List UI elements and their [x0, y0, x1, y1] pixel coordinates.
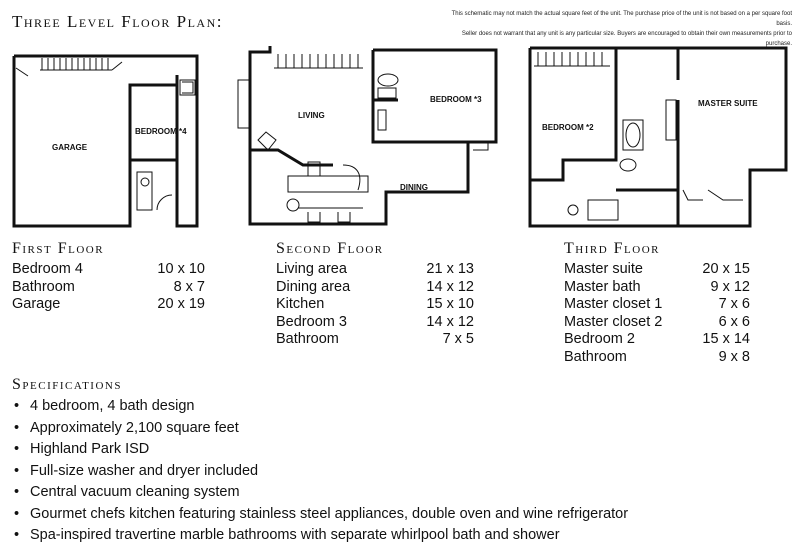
room-name: Garage: [12, 296, 61, 313]
disclaimer-line: Seller does not warrant that any unit is…: [461, 31, 792, 47]
room-row: Master closet 2 6 x 6: [564, 314, 750, 332]
list-item: • Full-size washer and dryer included: [12, 461, 628, 483]
room-row: Bathroom 8 x 7: [12, 279, 205, 297]
room-dims: 7 x 5: [442, 331, 474, 348]
floor-heading: First Floor: [12, 240, 105, 257]
room-label-bedroom-4: BEDROOM *4: [135, 127, 187, 136]
room-row: Bedroom 3 14 x 12: [276, 314, 474, 332]
list-item: • Spa-inspired travertine marble bathroom…: [12, 525, 628, 547]
bullet-icon: •: [14, 398, 20, 414]
specifications-list: • 4 bedroom, 4 bath design • Approximately…: [12, 396, 628, 547]
room-dims: 15 x 10: [426, 296, 474, 313]
room-dims: 14 x 12: [426, 278, 474, 295]
room-name: Master closet 2: [564, 313, 663, 330]
room-dims: 21 x 13: [426, 261, 474, 277]
room-dims: 15 x 14: [702, 331, 750, 348]
room-row: Master bath 9 x 12: [564, 279, 750, 297]
room-label-bedroom-2: BEDROOM *2: [542, 123, 594, 132]
room-dims: 9 x 12: [710, 278, 751, 295]
room-row: Living area 21 x 13: [276, 261, 474, 279]
room-row: Kitchen 15 x 10: [276, 296, 474, 314]
room-dims: 6 x 6: [718, 313, 750, 330]
list-item: • Gourmet chefs kitchen featuring stainle…: [12, 504, 628, 526]
spec-text: Full-size washer and dryer included: [30, 462, 259, 479]
room-row: Garage 20 x 19: [12, 296, 205, 314]
spec-text: 4 bedroom, 4 bath design: [30, 398, 195, 414]
bullet-icon: •: [14, 462, 20, 479]
room-row: Dining area 14 x 12: [276, 279, 474, 297]
room-name: Master bath: [564, 278, 641, 295]
third-floor-plan: BEDROOM *2 MASTER SUITE: [528, 40, 790, 230]
room-name: Bathroom: [276, 331, 339, 348]
spec-text: Gourmet chefs kitchen featuring stainles…: [30, 505, 629, 522]
spec-text: Central vacuum cleaning system: [30, 484, 240, 500]
room-name: Kitchen: [276, 296, 325, 313]
bullet-icon: •: [14, 484, 20, 500]
second-floor-rooms: Second Floor Living area 21 x 13 Dining a…: [276, 240, 474, 349]
bullet-icon: •: [14, 505, 20, 522]
disclaimer: This schematic may not match the actual …: [440, 9, 792, 49]
floor-heading: Second Floor: [276, 240, 384, 257]
second-floor-plan: LIVING BEDROOM *3 DINING: [228, 40, 508, 232]
room-name: Dining area: [276, 278, 351, 295]
room-dims: 9 x 8: [718, 348, 750, 365]
room-label-dining: DINING: [400, 183, 428, 192]
room-dims: 20 x 15: [702, 261, 750, 277]
room-label-master-suite: MASTER SUITE: [698, 99, 758, 108]
list-item: • 4 bedroom, 4 bath design: [12, 396, 628, 418]
disclaimer-line: This schematic may not match the actual …: [451, 11, 792, 27]
bullet-icon: •: [14, 527, 20, 543]
room-row: Bedroom 4 10 x 10: [12, 261, 205, 279]
bullet-icon: •: [14, 441, 20, 457]
specifications-heading: Specifications: [12, 376, 122, 393]
room-row: Master suite 20 x 15: [564, 261, 750, 279]
third-floor-rooms: Third Floor Master suite 20 x 15 Master b…: [564, 240, 750, 367]
room-name: Bedroom 2: [564, 331, 635, 348]
room-name: Bathroom: [564, 348, 627, 365]
spec-text: Spa-inspired travertine marble bathrooms…: [30, 527, 560, 543]
room-name: Master suite: [564, 261, 643, 277]
room-dims: 7 x 6: [718, 296, 750, 313]
room-dims: 14 x 12: [426, 313, 474, 330]
list-item: • Approximately 2,100 square feet: [12, 418, 628, 440]
room-row: Bedroom 2 15 x 14: [564, 331, 750, 349]
room-name: Bedroom 4: [12, 261, 83, 277]
bullet-icon: •: [14, 419, 20, 436]
room-row: Bathroom 9 x 8: [564, 349, 750, 367]
list-item: • Central vacuum cleaning system: [12, 482, 628, 504]
room-label-garage: GARAGE: [52, 143, 88, 152]
spec-text: Approximately 2,100 square feet: [30, 419, 239, 436]
room-name: Bathroom: [12, 278, 75, 295]
room-name: Living area: [276, 261, 347, 277]
spec-text: Highland Park ISD: [30, 441, 150, 457]
room-dims: 10 x 10: [157, 261, 205, 277]
page-title: Three Level Floor Plan:: [12, 12, 223, 31]
room-label-bedroom-3: BEDROOM *3: [430, 95, 482, 104]
first-floor-rooms: First Floor Bedroom 4 10 x 10 Bathroom 8 x…: [12, 240, 205, 314]
specifications: Specifications • 4 bedroom, 4 bath design…: [12, 376, 628, 547]
room-row: Bathroom 7 x 5: [276, 331, 474, 349]
room-dims: 20 x 19: [157, 296, 205, 313]
first-floor-plan: GARAGE BEDROOM *4: [12, 40, 212, 230]
room-label-living: LIVING: [298, 111, 325, 120]
room-name: Bedroom 3: [276, 313, 347, 330]
room-name: Master closet 1: [564, 296, 663, 313]
room-row: Master closet 1 7 x 6: [564, 296, 750, 314]
room-dims: 8 x 7: [173, 278, 205, 295]
list-item: • Highland Park ISD: [12, 439, 628, 461]
floor-heading: Third Floor: [564, 240, 661, 257]
